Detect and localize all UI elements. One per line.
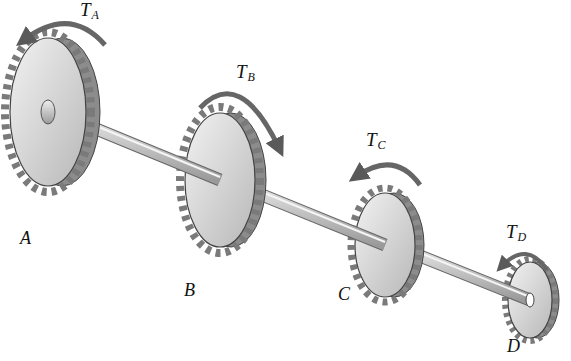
torque-symbol: TC bbox=[366, 130, 386, 151]
gear-label: A bbox=[20, 228, 31, 248]
torque-arrow bbox=[357, 165, 420, 185]
torque-arrow bbox=[200, 94, 279, 148]
gear-label: C bbox=[338, 284, 350, 304]
torque-symbol: TB bbox=[236, 62, 255, 83]
torque-symbol: TD bbox=[506, 222, 526, 243]
gear-c bbox=[351, 188, 424, 302]
shaft-hole bbox=[526, 293, 534, 307]
torque-symbol: TA bbox=[80, 0, 99, 21]
gear-b bbox=[180, 107, 266, 253]
torque-arrow bbox=[24, 24, 105, 45]
gear-a bbox=[5, 32, 100, 192]
gear-label: D bbox=[507, 336, 520, 356]
torque-arrow bbox=[502, 254, 547, 270]
gear-label: B bbox=[184, 280, 195, 300]
